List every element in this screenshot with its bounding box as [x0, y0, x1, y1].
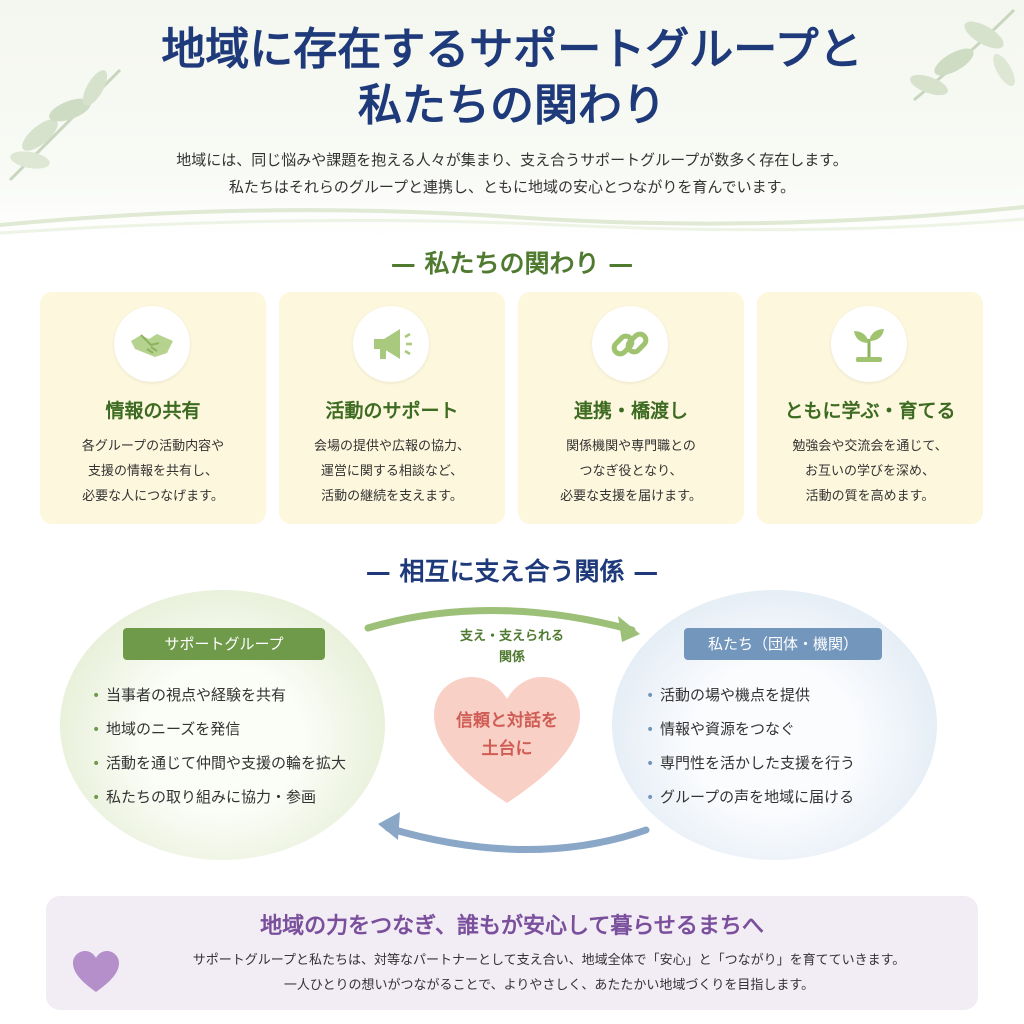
card-icon-circle [353, 306, 429, 382]
bullet-icon: • [92, 790, 101, 806]
chain-link-icon [611, 331, 649, 357]
caption-line: 関係 [498, 650, 525, 665]
list-item: • 活動を通じて仲間や支援の輪を拡大 [92, 746, 346, 780]
page-title-line-2: 私たちの関わり [358, 80, 666, 131]
mutual-section-heading: — 相互に支え合う関係 — [365, 557, 659, 586]
card-line: 関係機関や専門職との [566, 439, 696, 454]
list-item: • 地域のニーズを発信 [92, 712, 346, 746]
bullet-icon: • [92, 756, 101, 772]
card-line: 運営に関する相談など、 [320, 464, 464, 479]
card-description: 会場の提供や広報の協力、 運営に関する相談など、 活動の継続を支えます。 [279, 434, 505, 509]
list-item: • 活動の場や機点を提供 [646, 678, 855, 712]
card-icon-circle [592, 306, 668, 382]
leaf-decoration-left-icon [8, 68, 122, 182]
closing-message-box: 地域の力をつなぎ、誰もが安心して暮らせるまちへ サポートグループと私たちは、対等… [46, 896, 978, 1010]
arrow-right-icon [364, 607, 636, 634]
page-title-line-1: 地域に存在するサポートグループと [161, 24, 863, 75]
intro-line-2: 私たちはそれらのグループと連携し、ともに地域の安心とつながりを育んでいます。 [228, 178, 796, 196]
list-item-text: 専門性を活かした支援を行う [660, 754, 856, 772]
card-title: 活動のサポート [325, 400, 459, 422]
bullet-icon: • [646, 756, 655, 772]
card-info-sharing: 情報の共有 各グループの活動内容や 支援の情報を共有し、 必要な人につなげます。 [40, 292, 266, 524]
support-group-label: サポートグループ [123, 628, 325, 660]
card-line: 会場の提供や広報の協力、 [313, 439, 470, 454]
mutual-arrows [364, 607, 650, 853]
card-line: 必要な支援を届けます。 [560, 489, 702, 504]
card-title: 情報の共有 [105, 400, 201, 422]
support-group-circle: サポートグループ • 当事者の視点や経験を共有 • 地域のニーズを発信 • 活動を通じ… [60, 590, 385, 860]
card-title: ともに学ぶ・育てる [784, 400, 956, 422]
bullet-icon: • [92, 722, 101, 738]
list-item: • 当事者の視点や経験を共有 [92, 678, 346, 712]
hero-banner [0, 0, 1024, 240]
hero-wave-divider [0, 205, 1024, 235]
card-description: 勉強会や交流会を通じて、 お互いの学びを深め、 活動の質を高めます。 [757, 434, 983, 509]
arrow-left-icon [384, 824, 650, 853]
caption-line: 支え・支えられる [459, 629, 564, 644]
card-line: 各グループの活動内容や [81, 439, 225, 454]
list-item: • 情報や資源をつなぐ [646, 712, 855, 746]
card-line: 勉強会や交流会を通じて、 [792, 439, 948, 454]
card-icon-circle [831, 306, 907, 382]
sprout-icon [854, 329, 884, 362]
bullet-icon: • [646, 722, 655, 738]
closing-line: サポートグループと私たちは、対等なパートナーとして支え合い、地域全体で「安心」と… [192, 953, 906, 968]
card-line: お互いの学びを深め、 [804, 464, 935, 479]
card-line: 活動の質を高めます。 [805, 489, 935, 504]
card-line: 支援の情報を共有し、 [87, 464, 218, 479]
intro-text: 地域には、同じ悩みや課題を抱える人々が集まり、支え合うサポートグループが数多く存… [0, 147, 1024, 201]
intro-line-1: 地域には、同じ悩みや課題を抱える人々が集まり、支え合うサポートグループが数多く存… [176, 151, 848, 169]
heart-icon [434, 677, 580, 803]
our-organization-label: 私たち（団体・機関） [684, 628, 882, 660]
list-item-text: 活動を通じて仲間や支援の輪を拡大 [106, 754, 347, 772]
list-item: • 私たちの取り組みに協力・参画 [92, 780, 346, 814]
heart-line: 信頼と対話を [456, 711, 558, 731]
card-description: 関係機関や専門職との つなぎ役となり、 必要な支援を届けます。 [518, 434, 744, 509]
bullet-icon: • [646, 688, 655, 704]
list-item-text: グループの声を地域に届ける [660, 788, 855, 806]
card-line: つなぎ役となり、 [579, 464, 683, 479]
card-collaboration-bridge: 連携・橋渡し 関係機関や専門職との つなぎ役となり、 必要な支援を届けます。 [518, 292, 744, 524]
card-learn-grow: ともに学ぶ・育てる 勉強会や交流会を通じて、 お互いの学びを深め、 活動の質を高… [757, 292, 983, 524]
card-icon-circle [114, 306, 190, 382]
list-item: • グループの声を地域に届ける [646, 780, 855, 814]
page-title: 地域に存在するサポートグループと 私たちの関わり [0, 22, 1024, 134]
closing-line: 一人ひとりの想いがつながることで、よりやさしく、あたたかい地域づくりを目指します… [283, 978, 815, 993]
leaf-decoration-right-icon [910, 8, 1016, 102]
card-line: 必要な人につなげます。 [82, 489, 224, 504]
arrow-left-head-icon [378, 812, 400, 840]
heart-message: 信頼と対話を 土台に [432, 707, 582, 763]
heart-line: 土台に [481, 739, 533, 759]
list-item-text: 当事者の視点や経験を共有 [106, 686, 287, 704]
our-organization-list: • 活動の場や機点を提供 • 情報や資源をつなぐ • 専門性を活かした支援を行う • グ… [646, 678, 855, 814]
list-item: • 専門性を活かした支援を行う [646, 746, 855, 780]
closing-text: サポートグループと私たちは、対等なパートナーとして支え合い、地域全体で「安心」と… [134, 948, 964, 998]
card-title: 連携・橋渡し [573, 400, 688, 422]
list-item-text: 私たちの取り組みに協力・参画 [106, 788, 317, 806]
megaphone-icon [374, 329, 412, 359]
handshake-icon [131, 334, 173, 357]
bullet-icon: • [646, 790, 655, 806]
list-item-text: 情報や資源をつなぐ [660, 720, 796, 738]
support-group-list: • 当事者の視点や経験を共有 • 地域のニーズを発信 • 活動を通じて仲間や支援の輪を… [92, 678, 346, 814]
heart-icon [73, 951, 119, 992]
mutual-relationship-caption: 支え・支えられる 関係 [420, 626, 604, 668]
our-organization-circle: 私たち（団体・機関） • 活動の場や機点を提供 • 情報や資源をつなぐ • 専門性を活… [612, 590, 937, 860]
closing-heading: 地域の力をつなぎ、誰もが安心して暮らせるまちへ [260, 913, 764, 939]
card-line: 活動の継続を支えます。 [321, 489, 463, 504]
arrow-right-head-icon [618, 616, 640, 642]
list-item-text: 活動の場や機点を提供 [660, 686, 811, 704]
list-item-text: 地域のニーズを発信 [106, 720, 241, 738]
card-description: 各グループの活動内容や 支援の情報を共有し、 必要な人につなげます。 [40, 434, 266, 509]
relation-section-heading: — 私たちの関わり — [390, 249, 634, 278]
card-activity-support: 活動のサポート 会場の提供や広報の協力、 運営に関する相談など、 活動の継続を支… [279, 292, 505, 524]
bullet-icon: • [92, 688, 101, 704]
